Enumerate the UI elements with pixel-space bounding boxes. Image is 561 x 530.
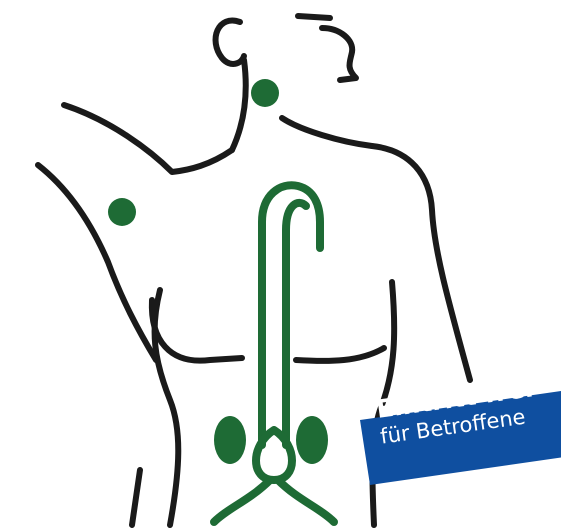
ureter-loop: [256, 430, 292, 480]
lower-arm: [38, 165, 156, 360]
ureter-right: [278, 480, 334, 522]
kidney-left-icon: [214, 416, 246, 464]
cane-path: [262, 185, 320, 445]
ear-outline: [216, 21, 244, 64]
neck-left: [232, 60, 246, 150]
cane-path-right: [286, 203, 306, 445]
lymph-node-armpit-icon: [108, 198, 136, 226]
ureter-left: [214, 480, 270, 522]
left-side: [155, 290, 179, 525]
lymph-node-neck-icon: [251, 79, 279, 107]
right-breast: [296, 348, 384, 361]
green-markers: [108, 79, 328, 464]
right-shoulder: [372, 146, 470, 380]
face-outline: [298, 16, 330, 18]
kidney-right-icon: [296, 416, 328, 464]
left-breast: [152, 300, 242, 361]
hip-left: [132, 470, 140, 525]
urinary-tract-icon: [214, 185, 334, 522]
nose-chin: [322, 28, 356, 80]
neck-right: [282, 118, 372, 146]
upper-arm: [64, 105, 232, 172]
